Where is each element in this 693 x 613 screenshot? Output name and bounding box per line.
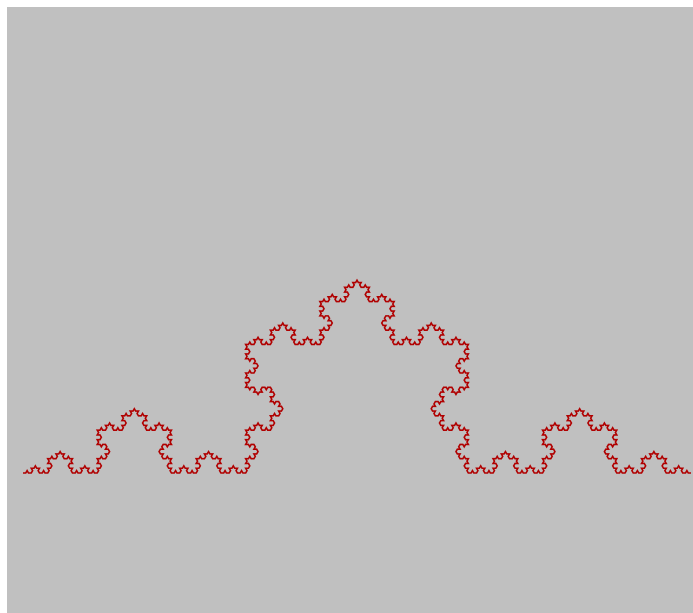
koch-curve-line <box>23 280 691 473</box>
koch-curve-drawing <box>7 7 693 613</box>
drawing-canvas <box>7 7 693 613</box>
